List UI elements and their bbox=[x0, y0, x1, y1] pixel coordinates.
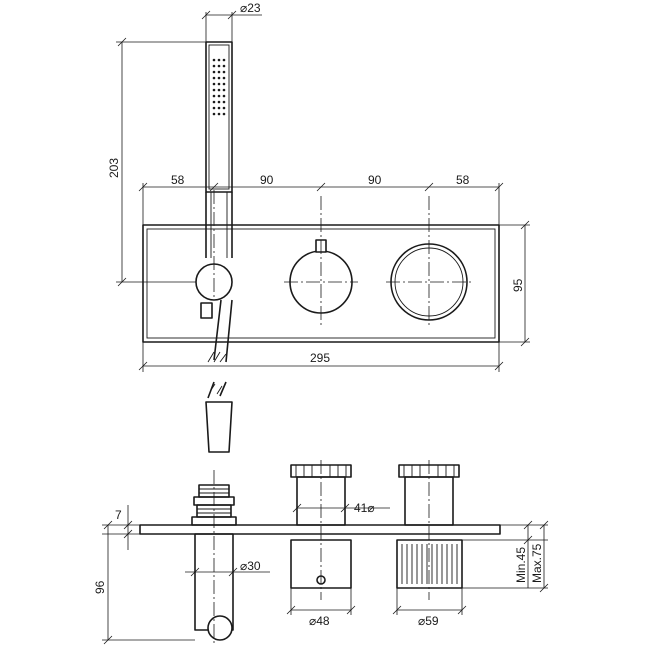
dim-knob-diameter: ⌀48 bbox=[286, 588, 356, 628]
dim-install-depth: Min.45 Max.75 bbox=[462, 520, 549, 593]
dim-label: ⌀59 bbox=[418, 614, 439, 628]
dim-label: 41⌀ bbox=[354, 501, 375, 515]
dim-spacing: 58 90 90 58 bbox=[138, 173, 504, 225]
dim-label: Max.75 bbox=[530, 543, 544, 583]
dim-plate-height: 95 bbox=[499, 220, 530, 347]
dim-label: 95 bbox=[511, 278, 525, 292]
spray-nozzles-icon bbox=[212, 58, 226, 116]
side-outlet bbox=[191, 470, 237, 646]
control-knob-left[interactable] bbox=[284, 196, 358, 326]
dim-label: 7 bbox=[115, 508, 122, 522]
side-plate bbox=[139, 524, 501, 535]
dim-label: 90 bbox=[368, 173, 382, 187]
dim-label: Min.45 bbox=[514, 547, 528, 583]
dim-label: ⌀23 bbox=[240, 1, 261, 15]
dim-side-depth: 96 bbox=[93, 520, 195, 645]
dim-label: 203 bbox=[107, 158, 121, 178]
side-mixer bbox=[290, 460, 352, 600]
dim-outlet-diameter: ⌀30 bbox=[185, 559, 270, 577]
dim-plate-width: 295 bbox=[138, 342, 504, 372]
side-ring-mixer bbox=[396, 460, 463, 600]
dim-ring-diameter: ⌀59 bbox=[392, 588, 467, 628]
dim-handshower-height: 203 bbox=[107, 37, 206, 287]
dim-label: 58 bbox=[456, 173, 470, 187]
dim-handshower-diameter: ⌀23 bbox=[201, 1, 262, 42]
dim-label: 96 bbox=[93, 580, 107, 594]
front-view: ⌀23 203 58 90 90 58 95 bbox=[107, 1, 530, 453]
dim-label: ⌀48 bbox=[309, 614, 330, 628]
side-view: 7 96 41⌀ ⌀30 ⌀48 bbox=[93, 460, 549, 646]
dim-label: 58 bbox=[171, 173, 185, 187]
dim-label: 295 bbox=[310, 351, 330, 365]
hose-connector bbox=[205, 381, 233, 453]
control-knob-right[interactable] bbox=[386, 196, 472, 326]
dim-spindle-diameter: 41⌀ bbox=[292, 501, 390, 515]
dim-label: ⌀30 bbox=[240, 559, 261, 573]
dim-label: 90 bbox=[260, 173, 274, 187]
